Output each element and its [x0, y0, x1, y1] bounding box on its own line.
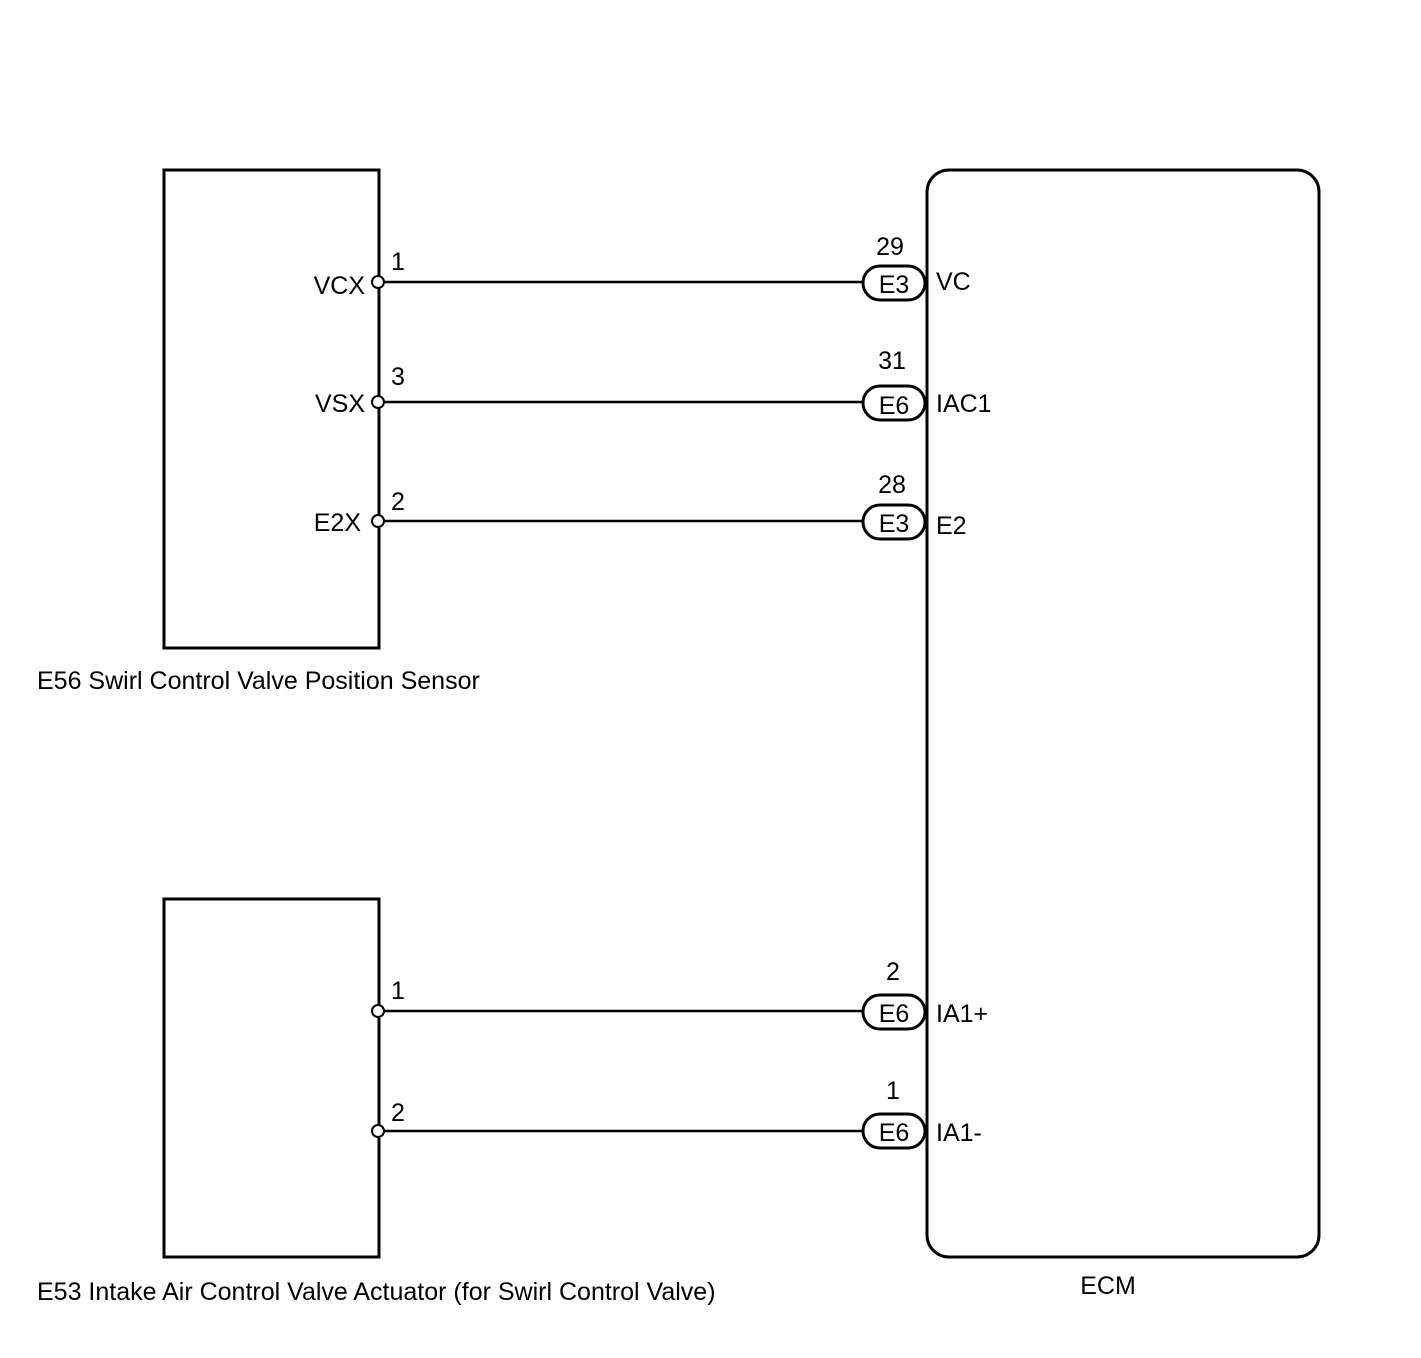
sensor-label: E56 Swirl Control Valve Position Sensor: [37, 667, 480, 695]
actuator-label: E53 Intake Air Control Valve Actuator (f…: [37, 1278, 716, 1306]
connector-oval: [861, 1112, 927, 1150]
ecm-pin-name: E2: [936, 512, 967, 540]
ecm-pin-number: 1: [886, 1077, 900, 1105]
connector-label: E3: [879, 271, 910, 299]
actuator-pin-number: 2: [391, 1099, 405, 1127]
sensor-pin-number: 2: [391, 488, 405, 516]
wire-actuator-ia1-minus: 2 E6 1 IA1-: [371, 1077, 982, 1150]
connector-label: E6: [879, 392, 910, 420]
sensor-pin-number: 3: [391, 363, 405, 391]
connector-label: E6: [879, 1000, 910, 1028]
ecm-pin-name: IA1+: [936, 1000, 988, 1028]
connector-oval: [861, 384, 927, 422]
wire-vsx-iac1: VSX 3 E6 31 IAC1: [315, 347, 992, 422]
actuator-box: [162, 897, 381, 1259]
actuator-pin-number: 1: [391, 977, 405, 1005]
ecm-pin-name: VC: [936, 268, 971, 296]
ecm-pin-name: IAC1: [936, 390, 992, 418]
ecm-pin-name: IA1-: [936, 1119, 982, 1147]
ecm-label: ECM: [1080, 1272, 1136, 1300]
sensor-pin-number: 1: [391, 248, 405, 276]
terminal-circle: [371, 1004, 385, 1018]
connector-oval: [861, 264, 927, 302]
wire-e2x-e2: E2X 2 E3 28 E2: [314, 471, 967, 541]
wire-actuator-ia1-plus: 1 E6 2 IA1+: [371, 958, 988, 1031]
ecm-pin-number: 29: [876, 233, 904, 261]
connector-label: E6: [879, 1119, 910, 1147]
connector-oval: [861, 993, 927, 1031]
ecm-pin-number: 2: [886, 958, 900, 986]
sensor-pin-name: VSX: [315, 390, 365, 418]
ecm-box: [925, 168, 1321, 1259]
sensor-box: [162, 168, 381, 650]
sensor-pin-name: VCX: [314, 272, 366, 300]
terminal-circle: [371, 514, 385, 528]
connector-label: E3: [879, 510, 910, 538]
terminal-circle: [371, 275, 385, 289]
wire-vcx-vc: VCX 1 E3 29 VC: [314, 233, 971, 302]
ecm-pin-number: 28: [878, 471, 906, 499]
sensor-pin-name: E2X: [314, 509, 362, 537]
ecm-pin-number: 31: [878, 347, 906, 375]
connector-oval: [861, 503, 927, 541]
terminal-circle: [371, 1124, 385, 1138]
terminal-circle: [371, 395, 385, 409]
